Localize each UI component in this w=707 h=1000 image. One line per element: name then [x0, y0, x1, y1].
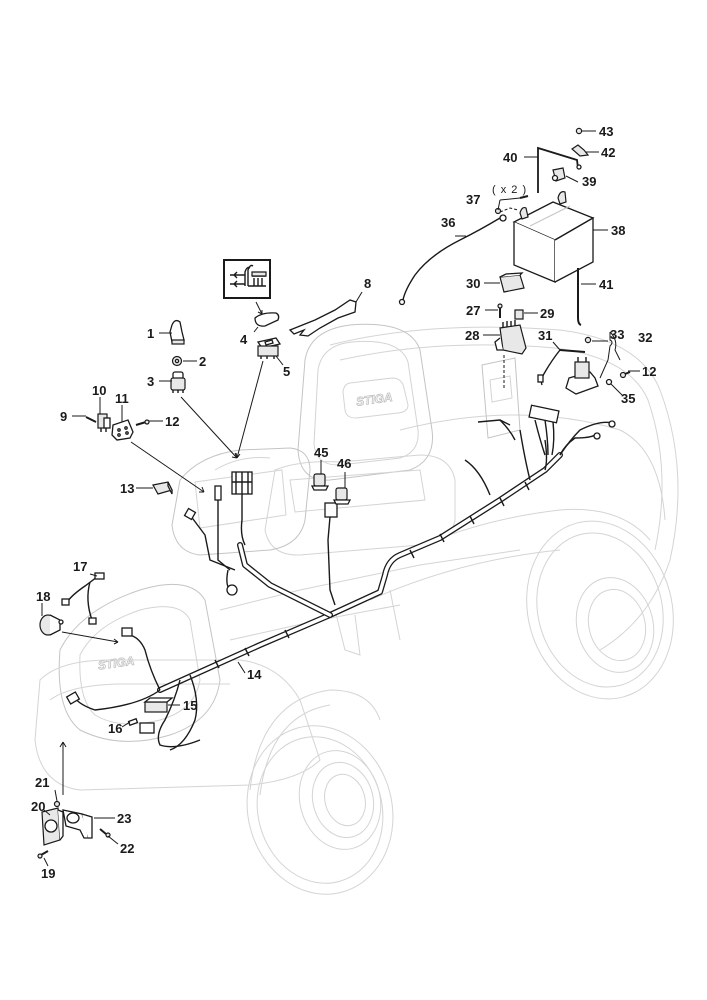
part-12-screw-right[interactable] [619, 371, 631, 379]
callout-12-right[interactable]: 12 [642, 364, 656, 379]
callout-8[interactable]: 8 [364, 276, 371, 291]
callout-19[interactable]: 19 [41, 866, 55, 881]
callout-45[interactable]: 45 [314, 445, 328, 460]
callout-40[interactable]: 40 [503, 150, 517, 165]
callout-30[interactable]: 30 [466, 276, 480, 291]
part-30-cover[interactable] [499, 272, 525, 293]
part-46-seat-switch[interactable] [332, 487, 352, 505]
callout-18[interactable]: 18 [36, 589, 50, 604]
part-42-wing-nut[interactable] [571, 144, 590, 157]
callout-13[interactable]: 13 [120, 481, 134, 496]
hood-brand-mark: STIGA [97, 654, 135, 673]
callout-2[interactable]: 2 [199, 354, 206, 369]
part-18-headlight[interactable] [39, 614, 64, 636]
arrow-decal-to-part-4 [255, 301, 263, 315]
callout-28[interactable]: 28 [465, 328, 479, 343]
part-27-screw[interactable] [497, 303, 503, 318]
part-23-bracket[interactable] [62, 809, 93, 839]
callout-38[interactable]: 38 [611, 223, 625, 238]
warning-label-decal [223, 259, 271, 299]
dashed-line-bolts [499, 207, 519, 213]
callout-27[interactable]: 27 [466, 303, 480, 318]
callout-31[interactable]: 31 [538, 328, 552, 343]
part-5-rocker-switch[interactable] [256, 337, 282, 359]
callout-15[interactable]: 15 [183, 698, 197, 713]
part-19-screw[interactable] [37, 850, 49, 859]
callout-35[interactable]: 35 [621, 391, 635, 406]
front-wheel [246, 725, 394, 895]
part-33-nut[interactable] [584, 336, 592, 344]
part-36-negative-cable[interactable] [398, 214, 507, 306]
part-45-seat-switch[interactable] [310, 473, 330, 491]
part-40-battery-strap[interactable] [537, 146, 582, 193]
callout-23[interactable]: 23 [117, 811, 131, 826]
callout-21[interactable]: 21 [35, 775, 49, 790]
callout-43[interactable]: 43 [599, 124, 613, 139]
part-37-battery-bolts[interactable] [494, 195, 529, 215]
arrow-switch-to-console [180, 396, 238, 459]
part-8-key[interactable] [288, 299, 357, 337]
part-22-screw[interactable] [99, 828, 111, 838]
callout-10[interactable]: 10 [92, 383, 106, 398]
part-15-relay[interactable] [139, 697, 174, 734]
callout-16[interactable]: 16 [108, 721, 122, 736]
part-4-switch-cover[interactable] [254, 312, 280, 327]
part-31-cable[interactable] [537, 349, 586, 386]
part-3-switch[interactable] [170, 371, 186, 393]
part-10-micro-switch[interactable] [97, 413, 111, 432]
rear-wheel [526, 520, 674, 700]
callout-1[interactable]: 1 [147, 326, 154, 341]
callout-9[interactable]: 9 [60, 409, 67, 424]
part-21-nut[interactable] [53, 800, 61, 808]
callout-46[interactable]: 46 [337, 456, 351, 471]
part-29-fuse[interactable] [514, 309, 524, 320]
callout-12-left[interactable]: 12 [165, 414, 179, 429]
part-13-connector[interactable] [152, 481, 173, 495]
part-32-solenoid[interactable] [565, 357, 599, 395]
part-28-fuse-holder[interactable] [494, 320, 527, 355]
part-20-socket[interactable] [41, 807, 64, 846]
callout-20[interactable]: 20 [31, 799, 45, 814]
part-12-screw-left[interactable] [135, 419, 150, 426]
callout-29[interactable]: 29 [540, 306, 554, 321]
callout-4[interactable]: 4 [240, 332, 248, 347]
wiring-harness [65, 404, 616, 751]
part-1-ignition-switch[interactable] [169, 319, 185, 345]
callout-39[interactable]: 39 [582, 174, 596, 189]
callout-3[interactable]: 3 [147, 374, 154, 389]
callout-17[interactable]: 17 [73, 559, 87, 574]
quantity-note-x2: ( x 2 ) [492, 184, 527, 196]
part-11-bracket[interactable] [111, 419, 134, 441]
part-39-terminal-cap[interactable] [551, 167, 566, 182]
tractor-outline: STIGA STIGA [34, 323, 679, 895]
callout-5[interactable]: 5 [283, 364, 290, 379]
callout-labels: 1 2 3 4 5 8 9 10 11 12 12 13 14 15 16 17… [31, 124, 656, 881]
callout-22[interactable]: 22 [120, 841, 134, 856]
arrow-rocker-to-console [234, 360, 264, 459]
arrow-socket-to-rear [59, 741, 67, 795]
callout-41[interactable]: 41 [599, 277, 613, 292]
arrow-headlight-to-hood [61, 631, 119, 645]
leader-lines [41, 130, 640, 867]
part-35-screw[interactable] [605, 378, 613, 386]
arrow-bracket-to-console [130, 441, 205, 493]
part-41-rod[interactable] [577, 268, 582, 326]
callout-11[interactable]: 11 [115, 391, 129, 406]
callout-42[interactable]: 42 [601, 145, 615, 160]
seat-brand-mark: STIGA [355, 390, 393, 409]
part-43-washer[interactable] [575, 127, 583, 135]
part-9-screw[interactable] [85, 416, 97, 423]
callout-33[interactable]: 33 [610, 327, 624, 342]
part-2-nut[interactable] [171, 355, 183, 367]
part-38-battery[interactable] [512, 191, 595, 283]
callout-37[interactable]: 37 [466, 192, 480, 207]
part-16-fuse[interactable] [127, 717, 139, 727]
callout-32[interactable]: 32 [638, 330, 652, 345]
part-17-headlight-cable[interactable] [61, 572, 105, 625]
callout-36[interactable]: 36 [441, 215, 455, 230]
callout-14[interactable]: 14 [247, 667, 262, 682]
